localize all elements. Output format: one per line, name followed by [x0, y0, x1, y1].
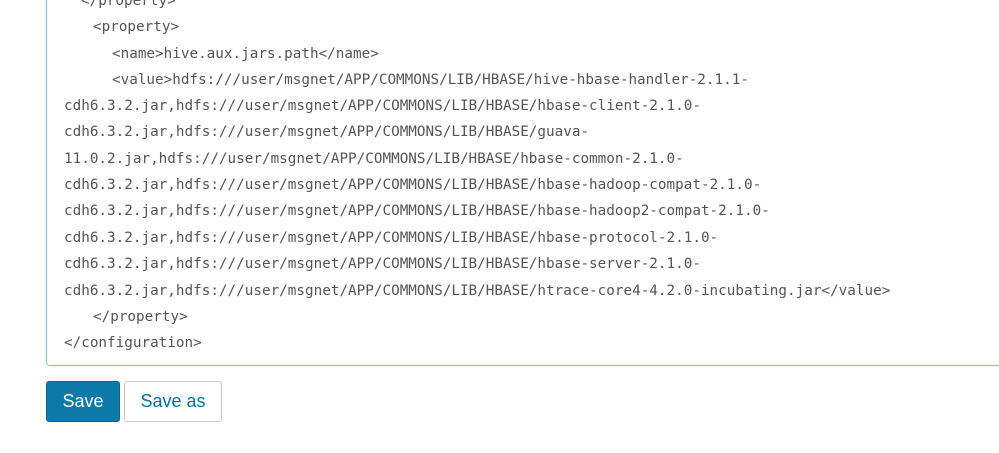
save-button[interactable]: Save	[46, 381, 120, 422]
save-as-button[interactable]: Save as	[124, 381, 222, 422]
code-line: cdh6.3.2.jar,hdfs:///user/msgnet/APP/COM…	[64, 98, 701, 114]
code-line: cdh6.3.2.jar,hdfs:///user/msgnet/APP/COM…	[64, 256, 701, 272]
code-line: <name>hive.aux.jars.path</name>	[112, 46, 379, 62]
code-line: 11.0.2.jar,hdfs:///user/msgnet/APP/COMMO…	[64, 151, 684, 167]
code-line: </property>	[93, 309, 188, 325]
config-text-editor[interactable]: </property> <property> <name>hive.aux.ja…	[46, 0, 999, 366]
code-line: </property>	[81, 0, 176, 9]
code-line: </configuration>	[64, 335, 202, 351]
code-line: <property>	[93, 19, 180, 35]
code-line: cdh6.3.2.jar,hdfs:///user/msgnet/APP/COM…	[64, 177, 762, 193]
code-line: cdh6.3.2.jar,hdfs:///user/msgnet/APP/COM…	[64, 124, 590, 140]
code-line: cdh6.3.2.jar,hdfs:///user/msgnet/APP/COM…	[64, 283, 891, 299]
code-line: cdh6.3.2.jar,hdfs:///user/msgnet/APP/COM…	[64, 230, 719, 246]
code-line: cdh6.3.2.jar,hdfs:///user/msgnet/APP/COM…	[64, 203, 770, 219]
code-line: <value>hdfs:///user/msgnet/APP/COMMONS/L…	[112, 72, 749, 88]
